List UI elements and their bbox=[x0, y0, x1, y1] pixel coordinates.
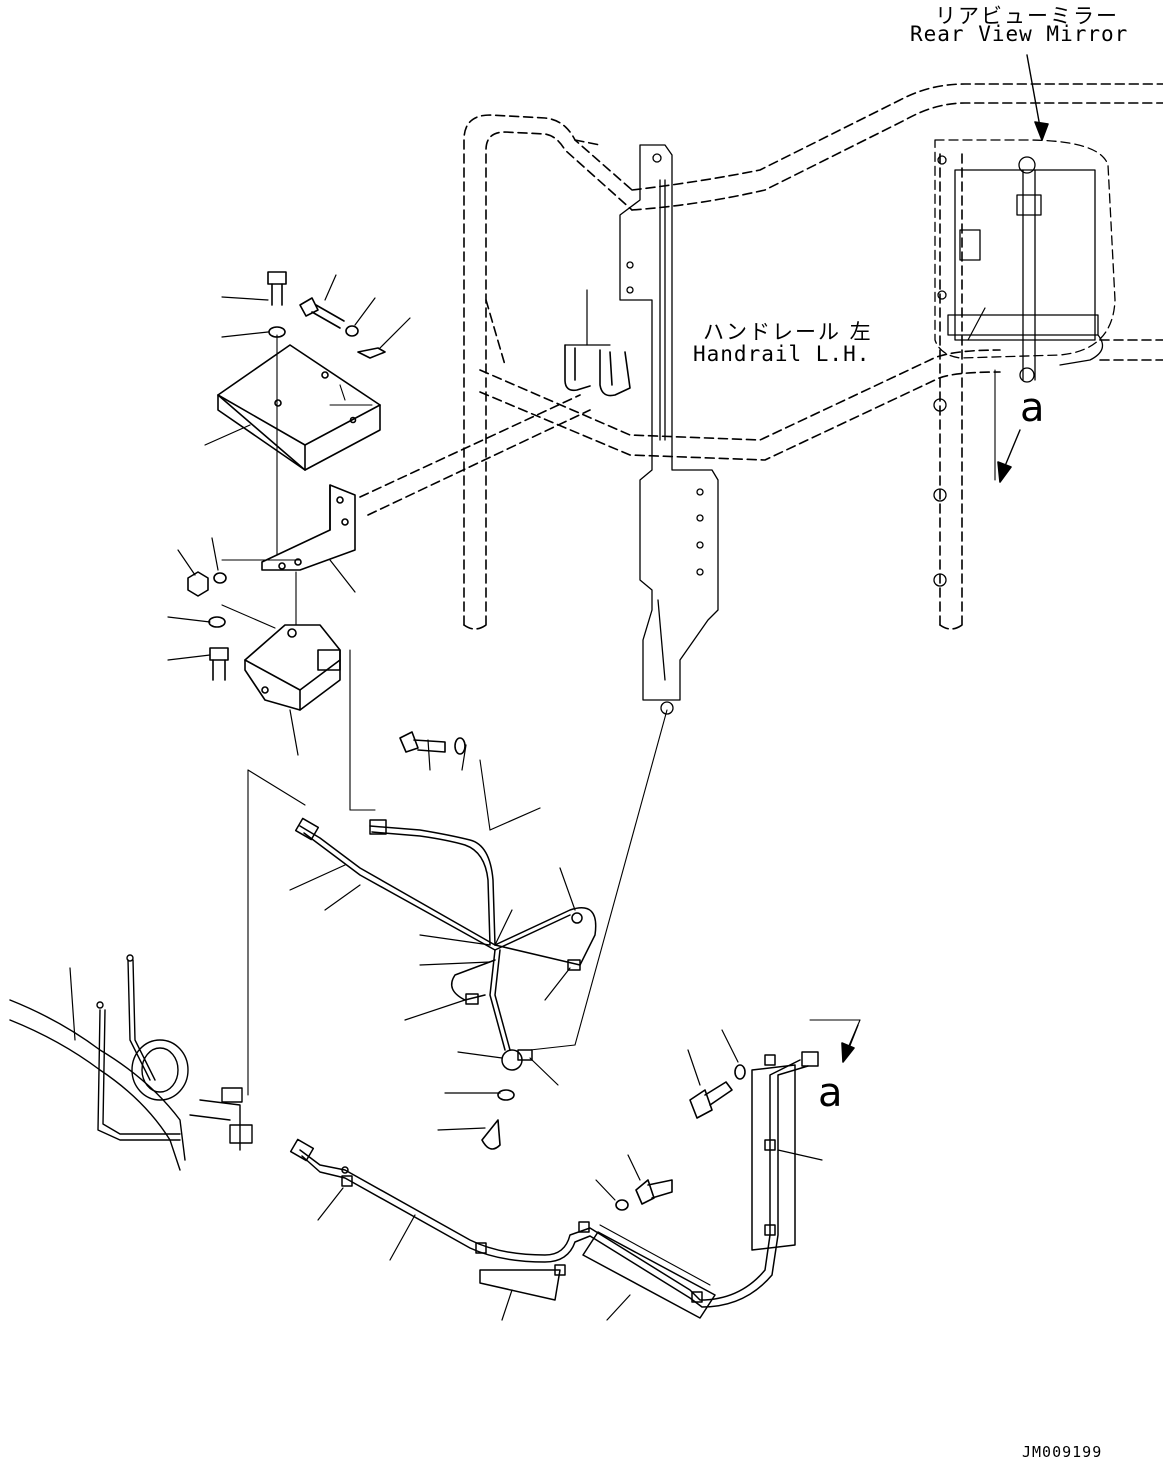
wire-harness bbox=[291, 818, 818, 1318]
handrail-label-jp: ハンドレール 左 bbox=[703, 320, 873, 344]
view-a-lower-arrowhead bbox=[842, 1043, 854, 1062]
view-a-label-lower: a bbox=[818, 1070, 843, 1116]
drawing-code: JM009199 bbox=[1022, 1443, 1103, 1461]
view-a-upper-arrowhead bbox=[998, 462, 1011, 482]
mirror-arrowhead bbox=[1035, 122, 1048, 140]
chassis-harness bbox=[10, 955, 252, 1170]
hardware bbox=[188, 272, 745, 1210]
mounting-bracket bbox=[262, 485, 355, 570]
leader-lines bbox=[70, 275, 985, 1320]
view-a-label-upper: a bbox=[1020, 385, 1045, 431]
controller-cover bbox=[218, 345, 380, 470]
handrail-plate bbox=[620, 145, 718, 714]
handrail-left bbox=[360, 84, 1163, 629]
handrail-label-en: Handrail L.H. bbox=[693, 342, 871, 366]
mirror-label-jp: リアビューミラー bbox=[935, 4, 1119, 28]
mirror-label-en: Rear View Mirror bbox=[910, 22, 1129, 46]
assembly-lines bbox=[222, 335, 860, 1285]
u-bolts bbox=[565, 290, 630, 396]
rear-view-mirror bbox=[934, 140, 1115, 586]
controller-unit bbox=[245, 625, 340, 710]
